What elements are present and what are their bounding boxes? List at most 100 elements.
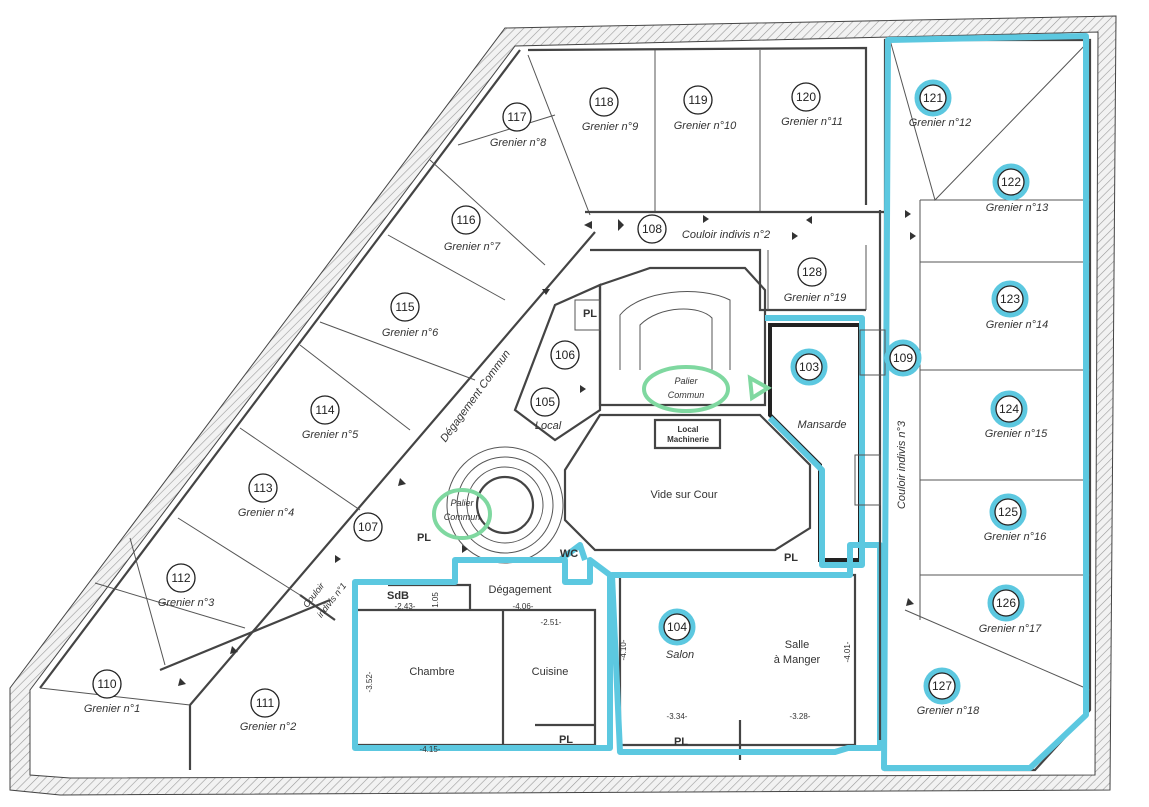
svg-text:111: 111 xyxy=(256,696,275,710)
door-icon xyxy=(618,219,624,231)
label-grenier-8: Grenier n°8 xyxy=(490,137,547,149)
svg-text:117: 117 xyxy=(507,110,526,124)
label-palier-left-a: Palier xyxy=(450,498,474,508)
door-icon xyxy=(230,646,238,654)
label-grenier-15: Grenier n°15 xyxy=(985,428,1048,440)
label-grenier-16: Grenier n°16 xyxy=(984,531,1047,543)
svg-text:118: 118 xyxy=(594,95,613,109)
label-pl-4: PL xyxy=(559,734,573,746)
label-grenier-10: Grenier n°10 xyxy=(674,120,737,132)
svg-text:125: 125 xyxy=(998,505,1018,519)
door-icon xyxy=(906,598,914,606)
svg-text:128: 128 xyxy=(802,265,822,279)
room-107: 107 xyxy=(353,512,383,542)
room-114: 114 xyxy=(310,395,340,425)
dim-243: -2.43- xyxy=(395,602,416,611)
svg-text:113: 113 xyxy=(253,481,272,495)
label-couloir-3: Couloir indivis n°3 xyxy=(896,420,908,509)
palier-top-arrow xyxy=(747,374,772,402)
central-core xyxy=(446,266,812,564)
svg-text:109: 109 xyxy=(893,351,913,365)
label-grenier-2: Grenier n°2 xyxy=(240,721,296,733)
room-numbers: 110 111 112 113 114 115 116 117 118 119 … xyxy=(92,79,1030,718)
dim-328: -3.28- xyxy=(790,712,811,721)
label-grenier-19: Grenier n°19 xyxy=(784,292,847,304)
room-118: 118 xyxy=(589,87,619,117)
palier-top-highlight xyxy=(642,365,730,413)
label-couloir-2: Couloir indivis n°2 xyxy=(682,229,770,241)
label-palier-top-a: Palier xyxy=(674,376,698,386)
room-113: 113 xyxy=(248,473,278,503)
dim-334: -3.34- xyxy=(667,712,688,721)
palier-left-highlight xyxy=(432,488,492,540)
label-grenier-13: Grenier n°13 xyxy=(986,202,1049,214)
label-grenier-5: Grenier n°5 xyxy=(302,429,359,441)
dim-401: -4.01- xyxy=(843,641,852,662)
door-icon xyxy=(703,215,709,223)
door-icon xyxy=(792,232,798,240)
label-local-machinerie-a: Local xyxy=(678,425,699,434)
room-125: 125 xyxy=(989,493,1027,531)
right-grenier-strip xyxy=(881,33,1092,772)
svg-text:108: 108 xyxy=(642,222,662,236)
svg-text:114: 114 xyxy=(315,403,334,417)
svg-text:110: 110 xyxy=(97,677,116,691)
dim-410: -4.10- xyxy=(619,639,628,660)
svg-text:112: 112 xyxy=(171,571,190,585)
door-icon xyxy=(542,289,550,295)
room-115: 115 xyxy=(390,292,420,322)
door-icon xyxy=(178,678,186,686)
room-116: 116 xyxy=(451,205,481,235)
label-salon: Salon xyxy=(666,649,694,661)
label-grenier-12: Grenier n°12 xyxy=(909,117,972,129)
svg-text:123: 123 xyxy=(1000,292,1020,306)
label-grenier-9: Grenier n°9 xyxy=(582,121,638,133)
room-104: 104 xyxy=(658,608,696,646)
label-chambre: Chambre xyxy=(409,666,454,678)
svg-text:121: 121 xyxy=(923,91,943,105)
room-121: 121 xyxy=(914,79,952,117)
label-pl-5: PL xyxy=(674,736,688,748)
top-grenier-row xyxy=(527,46,885,312)
svg-text:107: 107 xyxy=(358,520,378,534)
svg-text:103: 103 xyxy=(799,360,819,374)
room-110: 110 xyxy=(92,669,122,699)
dim-251: -2.51- xyxy=(541,618,562,627)
svg-text:115: 115 xyxy=(395,300,414,314)
apartment xyxy=(352,315,883,760)
label-grenier-1: Grenier n°1 xyxy=(84,703,140,715)
room-105: 105 xyxy=(530,387,560,417)
room-103: 103 xyxy=(790,348,828,386)
svg-text:126: 126 xyxy=(996,596,1016,610)
label-grenier-7: Grenier n°7 xyxy=(444,241,501,253)
door-icon xyxy=(905,210,911,218)
room-111: 111 xyxy=(250,688,280,718)
label-vide-sur-cour: Vide sur Cour xyxy=(650,489,717,501)
door-icon xyxy=(910,232,916,240)
label-degagement-commun: Dégagement Commun xyxy=(438,348,513,445)
room-120: 120 xyxy=(791,82,821,112)
door-icon xyxy=(806,216,812,224)
label-grenier-18: Grenier n°18 xyxy=(917,705,980,717)
room-124: 124 xyxy=(990,390,1028,428)
svg-text:120: 120 xyxy=(796,90,816,104)
label-salle-b: à Manger xyxy=(774,654,821,666)
room-122: 122 xyxy=(992,163,1030,201)
dim-352: -3.52- xyxy=(365,671,374,692)
room-109: 109 xyxy=(884,339,922,377)
left-grenier-strip xyxy=(39,49,596,770)
room-127: 127 xyxy=(923,667,961,705)
dim-415: -4.15- xyxy=(420,745,441,754)
label-pl-2: PL xyxy=(417,532,431,544)
label-salle-a: Salle xyxy=(785,639,809,651)
room-labels: Grenier n°1 Grenier n°2 Grenier n°3 Gren… xyxy=(84,116,1049,748)
label-pl-1: PL xyxy=(583,308,597,320)
outer-walls xyxy=(9,15,1117,796)
room-126: 126 xyxy=(987,584,1025,622)
couloir-3 xyxy=(854,210,886,740)
label-local-machinerie-b: Machinerie xyxy=(667,435,709,444)
svg-text:122: 122 xyxy=(1001,175,1021,189)
svg-text:119: 119 xyxy=(688,93,707,107)
label-grenier-4: Grenier n°4 xyxy=(238,507,294,519)
room-106: 106 xyxy=(550,340,580,370)
